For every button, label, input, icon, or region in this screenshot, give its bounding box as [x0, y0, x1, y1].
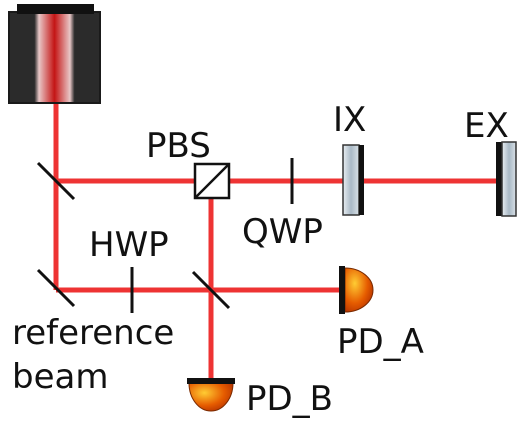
label-ex: EX [464, 106, 509, 146]
beam-splitter-plate [191, 270, 231, 310]
pbs-cube [193, 162, 231, 200]
laser-source [8, 4, 101, 104]
laser-beams [53, 100, 496, 381]
label-pd-a: PD_A [337, 322, 424, 362]
ex-mirror [496, 141, 517, 217]
steering-mirror-top [36, 161, 76, 201]
ix-mirror [342, 144, 364, 216]
label-qwp: QWP [242, 212, 323, 252]
pd-b-photodiode [187, 378, 235, 412]
label-pbs: PBS [146, 126, 211, 166]
label-pd-b: PD_B [246, 379, 333, 419]
pd-a-photodiode [339, 266, 374, 314]
label-reference-beam-line2: beam [12, 357, 108, 397]
label-hwp: HWP [89, 225, 169, 265]
label-ix: IX [333, 100, 366, 140]
label-reference-beam-line1: reference [12, 313, 174, 353]
steering-mirror-bottom [36, 268, 76, 308]
